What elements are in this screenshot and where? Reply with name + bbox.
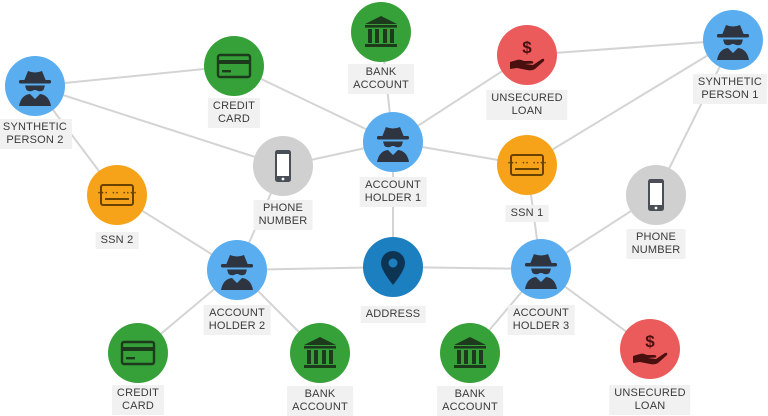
label-line: CARD (122, 400, 154, 412)
label-line: BANK (365, 66, 397, 78)
bank-account-top-node[interactable] (351, 2, 411, 62)
bank-account-bottom-label: BANK ACCOUNT (437, 386, 503, 416)
account-holder-2-node[interactable] (207, 240, 267, 300)
edge-unsecured_loan_top-synthetic_person_1 (526, 39, 734, 56)
label-line: PERSON 2 (6, 134, 64, 146)
spy-person-icon (217, 250, 257, 290)
label-line: ADDRESS (365, 308, 421, 320)
bank-icon (450, 333, 490, 373)
phone-number-right-label: PHONE NUMBER (626, 229, 686, 259)
label-line: BANK (304, 388, 336, 400)
unsecured-loan-top-node[interactable] (497, 25, 557, 85)
unsecured-loan-bottom-node[interactable] (620, 319, 680, 379)
label-line: HOLDER 2 (208, 320, 266, 332)
synthetic-person-2-label: SYNTHETIC PERSON 2 (0, 119, 73, 149)
bank-icon (361, 12, 401, 52)
unsecured-loan-bottom-label: UNSECURED LOAN (609, 385, 691, 415)
spy-person-icon (15, 66, 55, 106)
label-line: SSN 1 (510, 207, 544, 219)
edge-synthetic_person_1-ssn_1 (526, 39, 734, 166)
label-line: LOAN (511, 105, 543, 117)
address-label: ADDRESS (360, 306, 426, 323)
label-line: ACCOUNT (353, 79, 409, 91)
label-line: HOLDER 3 (512, 320, 570, 332)
credit-card-bottom-label: CREDIT CARD (111, 385, 165, 415)
bank-account-bottom-node[interactable] (440, 323, 500, 383)
spy-person-icon (521, 249, 561, 289)
credit-card-top-node[interactable] (204, 36, 264, 96)
account-holder-3-node[interactable] (511, 239, 571, 299)
phone-number-left-label: PHONE NUMBER (253, 200, 313, 230)
ssn-card-icon (97, 175, 137, 215)
label-line: UNSECURED (614, 387, 686, 399)
spy-person-icon (713, 20, 753, 60)
ssn-2-label: SSN 2 (95, 232, 139, 249)
spy-person-icon (373, 122, 413, 162)
ssn-1-node[interactable] (497, 135, 557, 195)
label-line: HOLDER 1 (364, 192, 422, 204)
label-line: UNSECURED (491, 92, 563, 104)
label-line: ACCOUNT (292, 401, 348, 413)
label-line: NUMBER (258, 215, 308, 227)
label-line: ACCOUNT (442, 401, 498, 413)
loan-hand-icon (630, 329, 670, 369)
label-line: ACCOUNT (513, 307, 569, 319)
phone-icon (263, 146, 303, 186)
label-line: PERSON 1 (701, 89, 759, 101)
label-line: ACCOUNT (365, 179, 421, 191)
account-holder-2-label: ACCOUNT HOLDER 2 (203, 305, 271, 335)
bank-account-mid-label: BANK ACCOUNT (287, 386, 353, 416)
credit-card-icon (118, 333, 158, 373)
phone-icon (636, 175, 676, 215)
account-holder-1-node[interactable] (363, 112, 423, 172)
label-line: BANK (454, 388, 486, 400)
account-holder-1-label: ACCOUNT HOLDER 1 (359, 177, 427, 207)
edge-synthetic_person_2-phone_number_left (34, 85, 284, 167)
label-line: SYNTHETIC (2, 121, 68, 133)
label-line: ACCOUNT (209, 307, 265, 319)
synthetic-person-1-node[interactable] (703, 10, 763, 70)
credit-card-icon (214, 46, 254, 86)
credit-card-top-label: CREDIT CARD (207, 98, 261, 128)
bank-icon (300, 333, 340, 373)
label-line: PHONE (635, 231, 677, 243)
label-line: CREDIT (212, 100, 256, 112)
unsecured-loan-top-label: UNSECURED LOAN (486, 90, 568, 120)
bank-account-top-label: BANK ACCOUNT (348, 64, 414, 94)
map-pin-icon (373, 247, 413, 287)
ssn-2-node[interactable] (87, 165, 147, 225)
credit-card-bottom-node[interactable] (108, 323, 168, 383)
label-line: SSN 2 (100, 234, 134, 246)
account-holder-3-label: ACCOUNT HOLDER 3 (507, 305, 575, 335)
phone-number-right-node[interactable] (626, 165, 686, 225)
label-line: LOAN (634, 400, 666, 412)
synthetic-person-2-node[interactable] (5, 56, 65, 116)
edge-synthetic_person_2-credit_card_top (34, 65, 235, 87)
label-line: PHONE (262, 202, 304, 214)
phone-number-left-node[interactable] (253, 136, 313, 196)
loan-hand-icon (507, 35, 547, 75)
ssn-1-label: SSN 1 (505, 205, 549, 222)
ssn-card-icon (507, 145, 547, 185)
address-node[interactable] (363, 237, 423, 297)
label-line: SYNTHETIC (697, 76, 763, 88)
label-line: CARD (218, 113, 250, 125)
label-line: NUMBER (631, 244, 681, 256)
bank-account-mid-node[interactable] (290, 323, 350, 383)
synthetic-person-1-label: SYNTHETIC PERSON 1 (692, 74, 768, 104)
label-line: CREDIT (116, 387, 160, 399)
